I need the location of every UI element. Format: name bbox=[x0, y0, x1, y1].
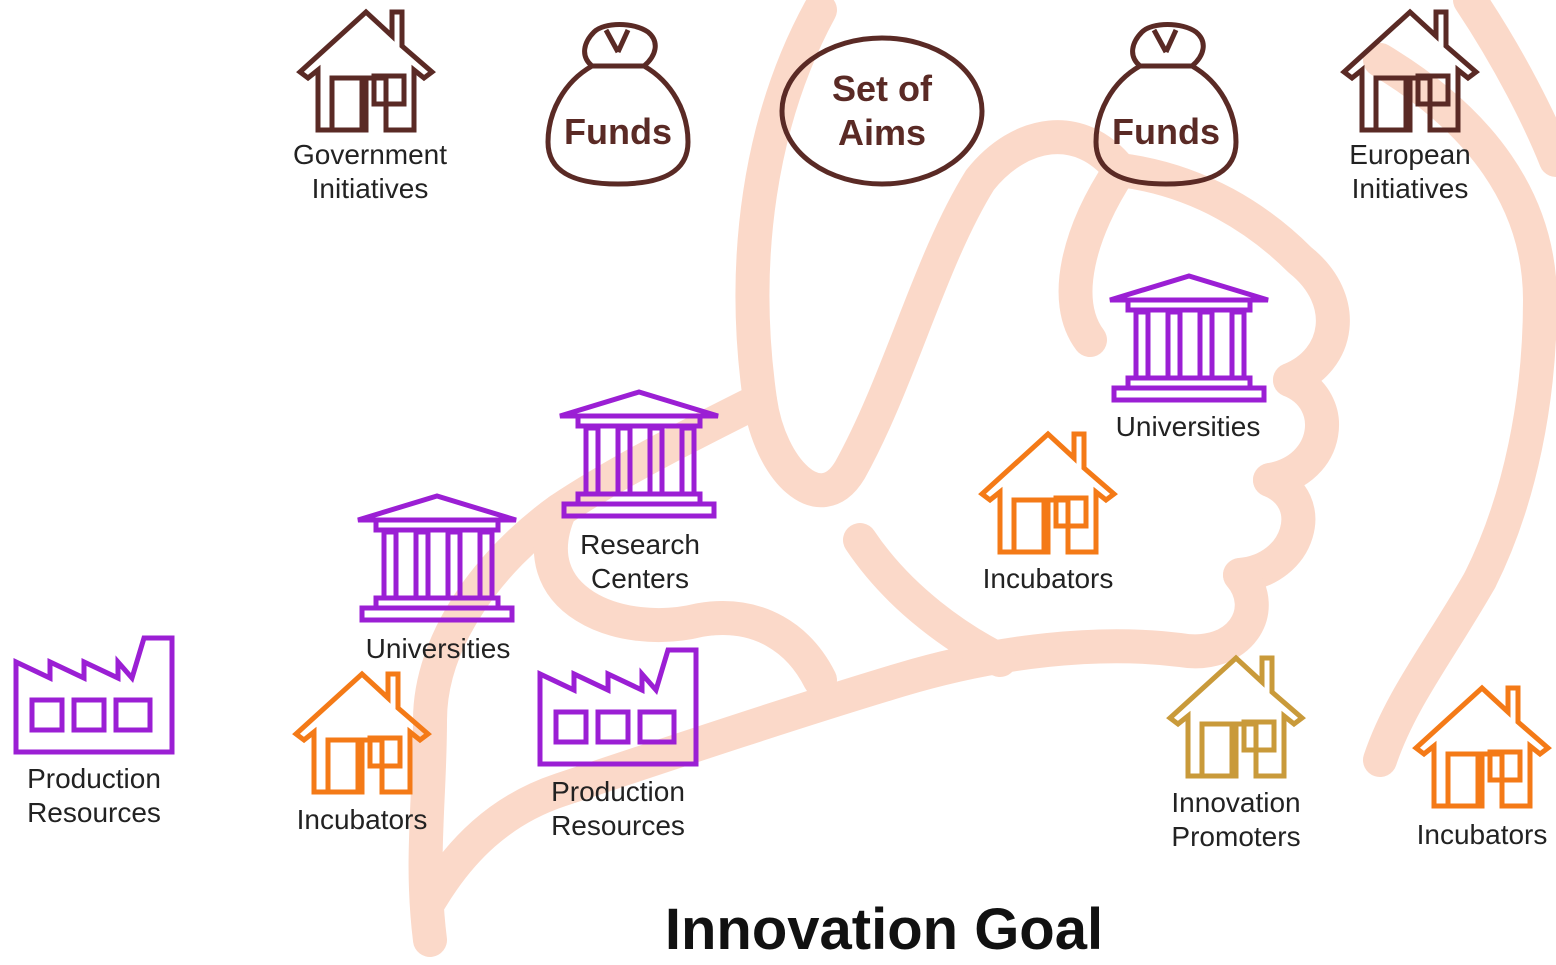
university-building-icon bbox=[1109, 273, 1269, 403]
incubator-house-icon bbox=[292, 670, 432, 795]
european-initiatives-label: European Initiatives bbox=[1349, 139, 1471, 204]
production-resources-mid-label: Production Resources bbox=[551, 776, 685, 841]
money-bag-icon bbox=[1093, 22, 1239, 187]
university-building-icon bbox=[357, 493, 517, 623]
funds-right-label: Funds bbox=[1112, 111, 1220, 152]
incubators-left-label: Incubators bbox=[296, 804, 428, 835]
universities-right-label: Universities bbox=[1115, 411, 1261, 442]
innovation-promoter-house-icon bbox=[1166, 654, 1306, 779]
universities-left-label: Universities bbox=[365, 633, 511, 664]
research-centers-label: Research Centers bbox=[580, 529, 700, 594]
incubator-house-icon bbox=[978, 430, 1118, 555]
european-house-icon bbox=[1340, 8, 1480, 133]
set-of-aims-label: Set of Aims bbox=[831, 68, 933, 153]
money-bag-icon bbox=[545, 22, 691, 187]
incubator-house-icon bbox=[1412, 684, 1552, 809]
production-resources-left-label: Production Resources bbox=[27, 763, 161, 828]
innovation-promoters-label: Innovation Promoters bbox=[1171, 787, 1301, 852]
government-initiatives-label: Government Initiatives bbox=[292, 139, 448, 204]
government-house-icon bbox=[296, 8, 436, 133]
factory-icon bbox=[537, 647, 699, 767]
set-of-aims-ellipse bbox=[779, 35, 985, 187]
research-center-building-icon bbox=[559, 389, 719, 519]
factory-icon bbox=[13, 635, 175, 755]
incubators-mid-right-label: Incubators bbox=[982, 563, 1114, 594]
innovation-goal-title: Innovation Goal bbox=[664, 897, 1104, 962]
funds-left-label: Funds bbox=[564, 111, 672, 152]
incubators-far-right-label: Incubators bbox=[1416, 819, 1548, 850]
